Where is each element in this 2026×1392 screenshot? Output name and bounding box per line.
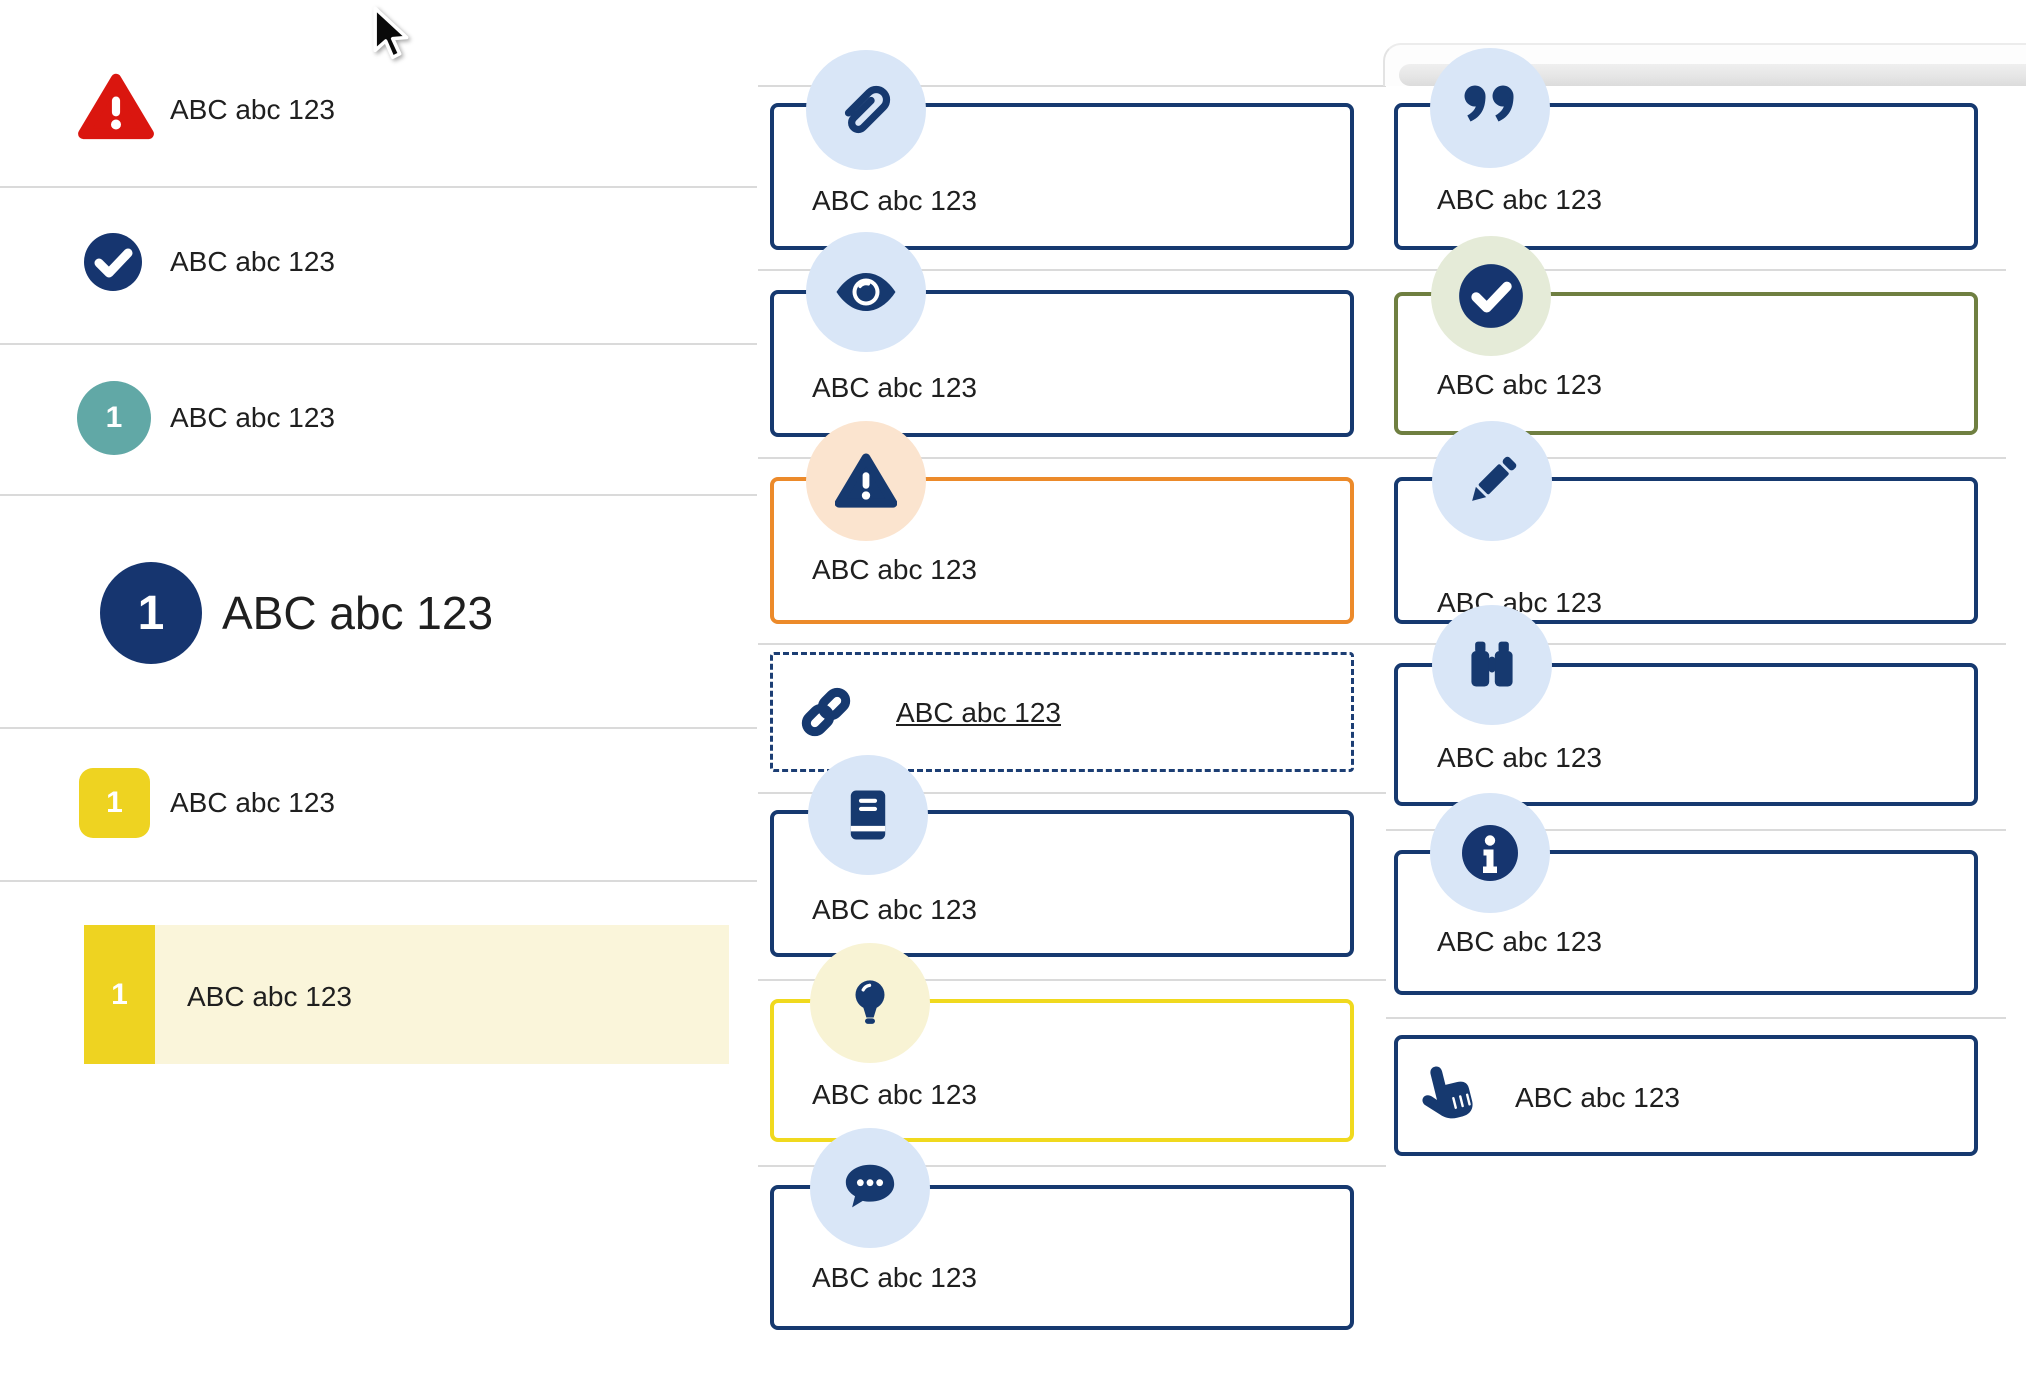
list-item-label: ABC abc 123 [222, 587, 494, 639]
divider [1386, 829, 2006, 831]
quote-icon [1464, 85, 1514, 122]
divider [0, 727, 757, 729]
callout-link-text[interactable]: ABC abc 123 [896, 697, 1061, 728]
callout-label: ABC abc 123 [812, 1262, 977, 1293]
list-item-label: ABC abc 123 [170, 94, 335, 125]
warning-triangle-icon [835, 453, 897, 508]
divider [758, 643, 1386, 645]
callout-label: ABC abc 123 [1437, 742, 1602, 773]
divider [1386, 1017, 2006, 1019]
callout-label: ABC abc 123 [812, 185, 977, 216]
teal-number-badge: 1 [77, 381, 151, 455]
divider [0, 494, 757, 496]
divider [0, 343, 757, 345]
divider [1386, 457, 2006, 459]
callout-box [770, 810, 1354, 957]
list-item-label: ABC abc 123 [170, 787, 335, 818]
callout-label: ABC abc 123 [812, 554, 977, 585]
list-item-label: ABC abc 123 [187, 981, 352, 1012]
divider [0, 186, 757, 188]
callout-label: ABC abc 123 [1437, 926, 1602, 957]
callout-label: ABC abc 123 [812, 894, 977, 925]
eye-icon [836, 273, 896, 311]
divider [1386, 643, 2006, 645]
lightbulb-icon [855, 980, 885, 1024]
check-circle-icon [1459, 264, 1523, 328]
yellow-number-tag: 1 [79, 768, 150, 838]
divider [758, 457, 1386, 459]
divider [758, 792, 1386, 794]
arrow-cursor-icon [373, 6, 409, 60]
divider [1386, 269, 2006, 271]
hand-point-up-icon [1422, 1066, 1473, 1119]
highlight-row-background [84, 925, 729, 1064]
divider [758, 979, 1386, 981]
binoculars-icon [1471, 641, 1513, 687]
chat-bubble-icon [845, 1164, 895, 1208]
divider [758, 269, 1386, 271]
callout-box [1394, 1035, 1978, 1156]
divider [758, 85, 1386, 87]
pencil-icon [1472, 456, 1517, 501]
divider [0, 880, 757, 882]
alert-triangle-icon [78, 73, 154, 140]
callout-label: ABC abc 123 [1515, 1082, 1680, 1113]
paperclip-icon [844, 85, 891, 133]
link-icon [801, 687, 851, 737]
callout-box [770, 652, 1354, 772]
yellow-number-block: 1 [84, 925, 155, 1064]
list-item-label: ABC abc 123 [170, 402, 335, 433]
divider [758, 1165, 1386, 1167]
list-item-label: ABC abc 123 [170, 246, 335, 277]
info-circle-icon [1462, 825, 1518, 881]
callout-label: ABC abc 123 [812, 372, 977, 403]
callout-label: ABC abc 123 [1437, 369, 1602, 400]
check-circle-icon [84, 233, 142, 291]
callout-label: ABC abc 123 [1437, 184, 1602, 215]
scrollbar-track[interactable] [1399, 64, 2026, 86]
callout-label: ABC abc 123 [812, 1079, 977, 1110]
large-navy-number-badge: 1 [100, 562, 202, 664]
book-icon [850, 790, 886, 840]
